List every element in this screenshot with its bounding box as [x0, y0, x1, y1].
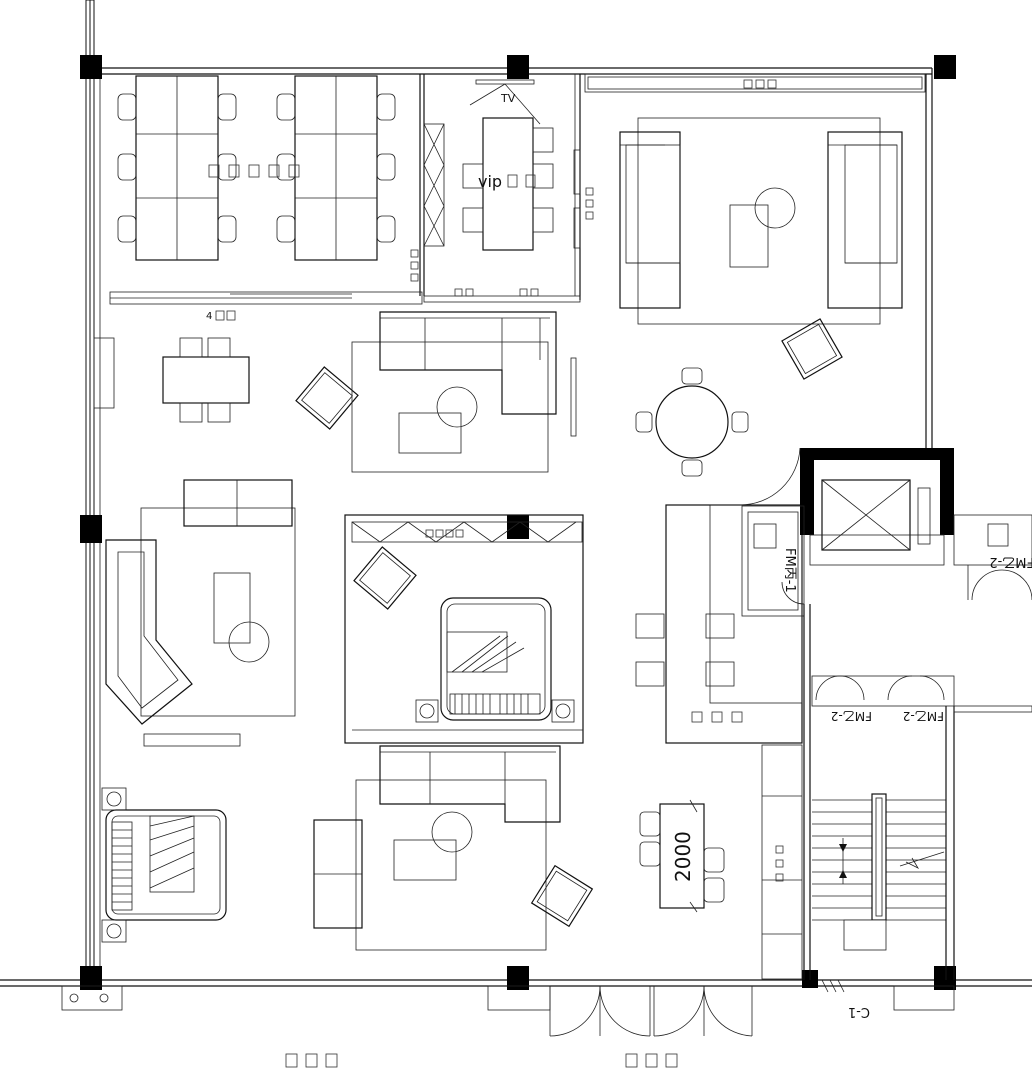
elevator-core — [739, 447, 954, 566]
structural-columns — [80, 55, 956, 990]
sofa-right — [827, 131, 903, 309]
vip-table — [462, 117, 554, 251]
meeting-room: 4 — [109, 74, 425, 322]
l-sofa-left — [105, 539, 193, 725]
equipment-room: FM丙-1 — [741, 505, 811, 980]
tv-unit: TV — [469, 79, 541, 125]
lounge-chair — [781, 318, 843, 380]
bottom-center-lounge — [313, 745, 594, 951]
left-lounge — [105, 479, 296, 747]
bottom-edge: C-1 — [61, 979, 955, 1068]
double-bed-center — [415, 597, 575, 723]
vip-room: TV vip — [423, 74, 594, 303]
armchair-bottom — [530, 864, 594, 928]
sectional-sofa-center — [379, 311, 557, 415]
window-label-c-1: C-1 — [848, 1004, 870, 1019]
center-bedroom — [344, 514, 584, 744]
sofa-left — [619, 131, 681, 309]
conference-table-left — [135, 75, 219, 261]
door-label-fm-yi-2-a: FM乙-2 — [831, 709, 872, 723]
meeting-room-label-placeholder — [208, 164, 300, 178]
long-table-2000: 2000 — [639, 799, 725, 913]
door-label-fm-yi-2-b: FM乙-2 — [903, 709, 944, 723]
dimension-label: 2000 — [671, 831, 695, 882]
stairwell: FM乙-2 FM乙-2 — [811, 675, 1032, 980]
right-reception: 2000 — [635, 504, 803, 980]
door-label-fm-bing-1: FM丙-1 — [782, 548, 797, 593]
bedroom-armchair — [353, 546, 417, 610]
armchair-left — [295, 366, 359, 430]
dining-table-small — [162, 337, 250, 423]
door-label-fm-yi-2-right: FM乙-2 — [989, 554, 1032, 569]
round-table — [635, 367, 749, 477]
middle-seating — [93, 311, 577, 473]
side-label-placeholder — [410, 249, 419, 282]
tv-label: TV — [500, 92, 516, 105]
bottom-left-bed — [101, 787, 227, 943]
main-entrance-doors — [549, 985, 753, 1037]
meeting-chairs — [117, 93, 396, 243]
room-number-label: 4 — [206, 311, 212, 322]
vip-room-label: vip — [478, 172, 502, 191]
top-right-lounge — [584, 73, 926, 477]
conference-table-right — [294, 75, 378, 261]
right-fire-door-area: FM乙-2 — [953, 514, 1032, 601]
